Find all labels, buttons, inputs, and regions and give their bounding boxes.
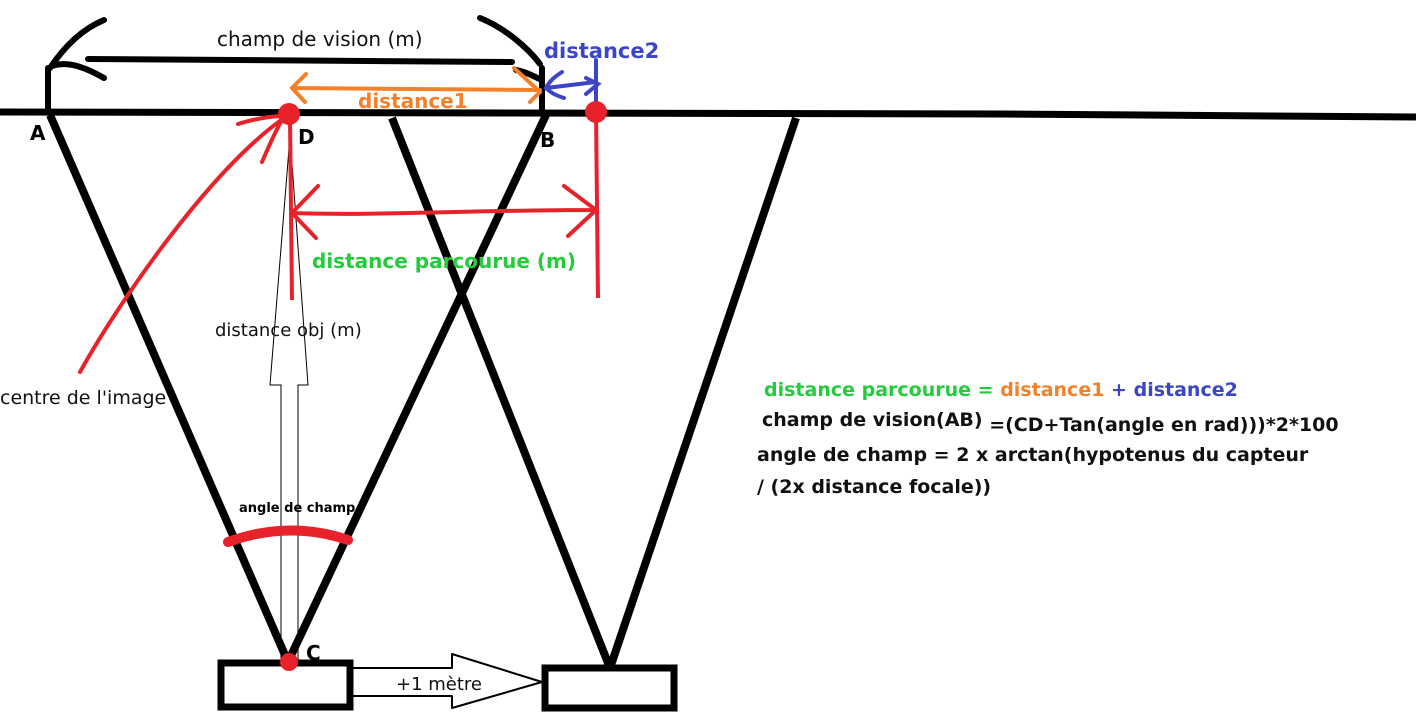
point-b-label: B: [540, 128, 555, 152]
formula-champ-de-vision: champ de vision(AB) =(CD+Tan(angle en ra…: [762, 409, 1339, 436]
cone-right-line-1: [284, 113, 550, 664]
red-vertical-d: [288, 117, 294, 301]
point-d-dot: [278, 103, 300, 125]
distance-obj-label: distance obj (m): [215, 320, 362, 341]
angle-de-champ-label: angle de champ: [239, 501, 355, 516]
distance1-arrow: [290, 66, 542, 104]
point-c-dot: [280, 653, 298, 671]
distance2-label: distance2: [544, 39, 659, 63]
formula-equals: =: [971, 379, 1001, 401]
cone-left-line-1: [46, 113, 292, 664]
cone-right-line-2: [606, 116, 800, 670]
formula-angle-de-champ-cont: / (2x distance focale)): [757, 476, 992, 498]
angle-de-champ-arc: [223, 525, 353, 547]
formula-plus: +: [1104, 379, 1134, 401]
red-vertical-right: [594, 111, 600, 299]
formula-angle-de-champ: angle de champ = 2 x arctan(hypotenus du…: [757, 444, 1309, 466]
formula-champ-de-vision-lhs: champ de vision(AB): [762, 409, 990, 431]
distance-parcourue-arrow: [290, 184, 598, 240]
ground-line: [0, 108, 1416, 121]
camera-box-2: [541, 664, 678, 712]
cone-left-line-2: [388, 116, 614, 670]
formula-champ-de-vision-rhs: =(CD+Tan(angle en rad)))*2*100: [989, 414, 1339, 436]
formula-term-distance-parcourue: distance parcourue: [764, 379, 972, 401]
point-right-dot: [585, 101, 607, 123]
distance-parcourue-label: distance parcourue (m): [312, 249, 576, 273]
formula-term-distance1: distance1: [1000, 379, 1105, 401]
point-c-label: C: [306, 641, 321, 665]
plus-one-metre-arrow: [352, 653, 543, 709]
champ-vision-label: champ de vision (m): [217, 27, 423, 51]
point-d-label: D: [298, 125, 315, 149]
distance2-arrow: [544, 58, 602, 114]
centre-image-label: centre de l'image: [0, 387, 166, 409]
formula-distance-parcourue: distance parcourue = distance1 + distanc…: [764, 379, 1238, 401]
field-of-view-brace: [45, 15, 545, 115]
formula-term-distance2: distance2: [1133, 379, 1238, 401]
distance1-label: distance1: [358, 89, 468, 113]
plus-one-metre-label: +1 mètre: [396, 674, 482, 695]
point-a-label: A: [30, 121, 46, 145]
